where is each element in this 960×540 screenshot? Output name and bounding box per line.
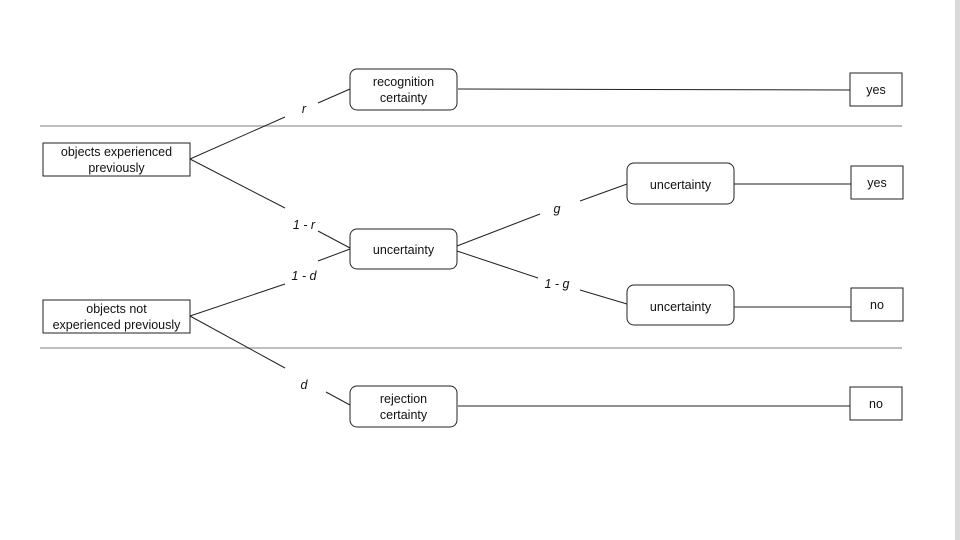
source-experienced-line2: previously — [88, 161, 145, 175]
state-recognition-certainty: recognition certainty — [349, 68, 458, 111]
edge-label-1-minus-d: 1 - d — [291, 269, 317, 283]
edge-experienced-to-uncertainty-a — [189, 158, 286, 209]
state-uncertainty-mid: uncertainty — [349, 228, 458, 270]
edge-uncertainty-to-top-b — [579, 183, 628, 202]
state-uncertainty-bottom-label: uncertainty — [650, 300, 712, 314]
response-no-2-label: no — [869, 397, 883, 411]
source-objects-not-experienced: objects not experienced previously — [42, 299, 191, 334]
response-yes-2: yes — [850, 165, 904, 200]
edge-label-r: r — [302, 102, 307, 116]
edge-uncertainty-to-bottom-a — [456, 250, 539, 279]
state-rejection-certainty: rejection certainty — [349, 385, 458, 428]
state-uncertainty-top: uncertainty — [626, 162, 735, 205]
edge-recognition-to-yes — [457, 88, 851, 91]
state-uncertainty-top-label: uncertainty — [650, 178, 712, 192]
state-recognition-line1: recognition — [373, 75, 434, 89]
edge-uncertainty-to-top-a — [456, 213, 541, 247]
source-objects-experienced: objects experienced previously — [42, 142, 191, 177]
response-no-2: no — [849, 386, 903, 421]
edge-experienced-to-recognition-a — [189, 116, 286, 160]
state-rejection-line1: rejection — [380, 392, 427, 406]
source-experienced-line1: objects experienced — [61, 145, 172, 159]
response-no-1-label: no — [870, 298, 884, 312]
edge-notexp-to-rejection-b — [325, 391, 351, 406]
slide-edge-border — [955, 0, 960, 540]
response-yes-1-label: yes — [866, 83, 885, 97]
source-not-experienced-line1: objects not — [86, 302, 147, 316]
edge-uncertainty-to-bottom-b — [579, 289, 628, 305]
state-uncertainty-bottom: uncertainty — [626, 284, 735, 326]
response-yes-2-label: yes — [867, 176, 886, 190]
state-rejection-line2: certainty — [380, 408, 428, 422]
edge-notexp-to-uncertainty-a — [189, 283, 286, 317]
state-recognition-line2: certainty — [380, 91, 428, 105]
response-no-1: no — [850, 287, 904, 322]
edge-label-1-minus-r: 1 - r — [293, 218, 316, 232]
edge-notexp-to-uncertainty-b — [317, 248, 351, 262]
response-yes-1: yes — [849, 72, 903, 107]
state-uncertainty-mid-label: uncertainty — [373, 243, 435, 257]
edge-label-g: g — [554, 202, 561, 216]
edge-label-d: d — [301, 378, 309, 392]
source-not-experienced-line2: experienced previously — [53, 318, 182, 332]
edge-notexp-to-rejection-a — [189, 315, 286, 369]
edge-label-1-minus-g: 1 - g — [544, 277, 569, 291]
edge-experienced-to-uncertainty-b — [317, 230, 351, 249]
edge-experienced-to-recognition-b — [317, 88, 351, 104]
